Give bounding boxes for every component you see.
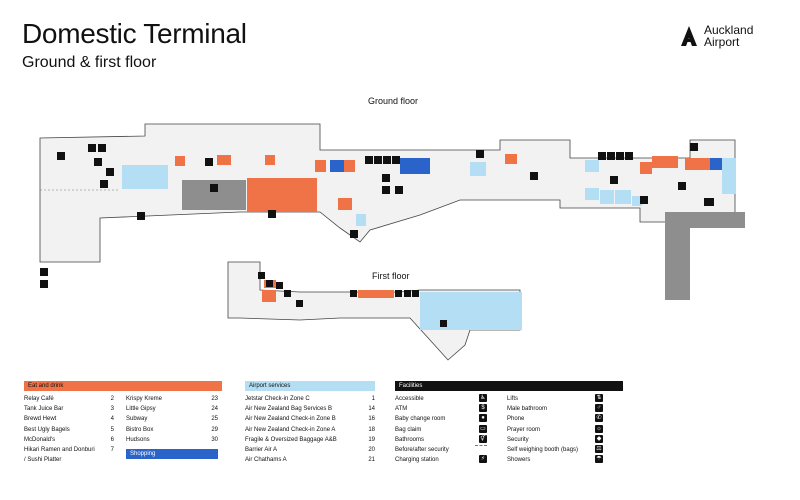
list-item: Prayer room☼ (507, 424, 603, 433)
accessible-icon: ♿ (479, 394, 487, 402)
legend-airport-services: Airport services Jetstar Check-in Zone C… (245, 381, 375, 465)
security-icon: ◆ (595, 434, 603, 443)
store-23 (640, 162, 652, 174)
male-bathroom-icon: ♂ (595, 404, 603, 413)
list-item: Charging station⚡ (395, 455, 487, 464)
store-4 (217, 155, 231, 165)
baggage-claim-a (122, 165, 168, 189)
baby-change-icon: ● (479, 414, 487, 423)
store-25 (685, 158, 699, 170)
charging-icon: ⚡ (479, 455, 487, 464)
shop-15 (400, 158, 430, 174)
legend-facilities-header: Facilities (395, 381, 623, 391)
store-13 (338, 198, 352, 210)
legend-facilities: Facilities Accessible♿ ATM$ Baby change … (395, 381, 623, 465)
store-24 (652, 156, 678, 168)
page-subtitle: Ground & first floor (22, 54, 157, 71)
service-22 (632, 196, 642, 206)
store-17 (505, 154, 517, 164)
facilities-col-2: Lifts⇅ Male bathroom♂ Phone✆ Prayer room… (507, 394, 603, 465)
store-8 (247, 178, 317, 212)
service-21 (615, 190, 631, 204)
bathrooms-icon: ⚥ (479, 434, 487, 443)
facility-icons-first (258, 272, 447, 327)
legend-eat-drink-header: Eat and drink (24, 381, 222, 391)
list-item: Bag claim▭ (395, 424, 487, 433)
list-item: Bathrooms⚥ (395, 434, 487, 443)
first-floor-outline (227, 261, 521, 361)
page-title: Domestic Terminal (22, 18, 247, 49)
service-19 (585, 188, 599, 200)
atm-icon: $ (479, 404, 487, 413)
service-27 (722, 158, 736, 194)
auckland-airport-logo: Auckland Airport (680, 24, 753, 48)
shower-icon: ☂ (595, 455, 603, 464)
service-18 (585, 160, 599, 172)
facility-icons-ground (40, 143, 714, 288)
shop-11 (330, 160, 344, 172)
list-item: Hikari Ramen and Donburi / Sushi Platter… (24, 447, 114, 464)
lift-icon: ⇅ (595, 394, 603, 402)
list-item: Showers☂ (507, 455, 603, 464)
list-item: Accessible♿ (395, 394, 487, 402)
list-item: Baby change room● (395, 414, 487, 424)
logo-line-2: Airport (704, 35, 740, 49)
list-item: Before/after security (395, 445, 487, 455)
logo-line-1: Auckland (704, 23, 754, 37)
shop-28 (710, 158, 722, 170)
phone-icon: ✆ (595, 414, 603, 423)
airport-logo-icon (681, 26, 697, 46)
list-item: Male bathroom♂ (507, 404, 603, 413)
ground-floor-label: Ground floor (368, 96, 419, 106)
store-26 (698, 158, 710, 170)
security-line-icon (475, 445, 487, 447)
store-29 (262, 290, 276, 302)
legend-airport-services-header: Airport services (245, 381, 375, 391)
store-10 (315, 160, 326, 172)
service-31 (420, 292, 522, 330)
first-floor-label: First floor (372, 271, 410, 281)
weighing-booth-icon: ⚖ (595, 445, 603, 454)
service-16 (470, 162, 486, 176)
list-item: ATM$ (395, 404, 487, 414)
list-item: Phone✆ (507, 414, 603, 423)
legend-shopping-header: Shopping (126, 449, 218, 460)
list-item: Self weighing booth (bags)⚖ (507, 445, 603, 454)
store-5 (175, 156, 185, 166)
service-20 (600, 190, 614, 204)
store-3 (265, 155, 275, 165)
service-14 (356, 214, 366, 226)
store-12 (344, 160, 355, 172)
store-30 (358, 290, 394, 298)
list-item: Lifts⇅ (507, 394, 603, 402)
prayer-room-icon: ☼ (595, 424, 603, 433)
facilities-col-1: Accessible♿ ATM$ Baby change room● Bag c… (395, 394, 487, 465)
bag-claim-icon: ▭ (479, 424, 487, 433)
gates-corridor (665, 212, 745, 300)
list-item: Security◆ (507, 434, 603, 443)
